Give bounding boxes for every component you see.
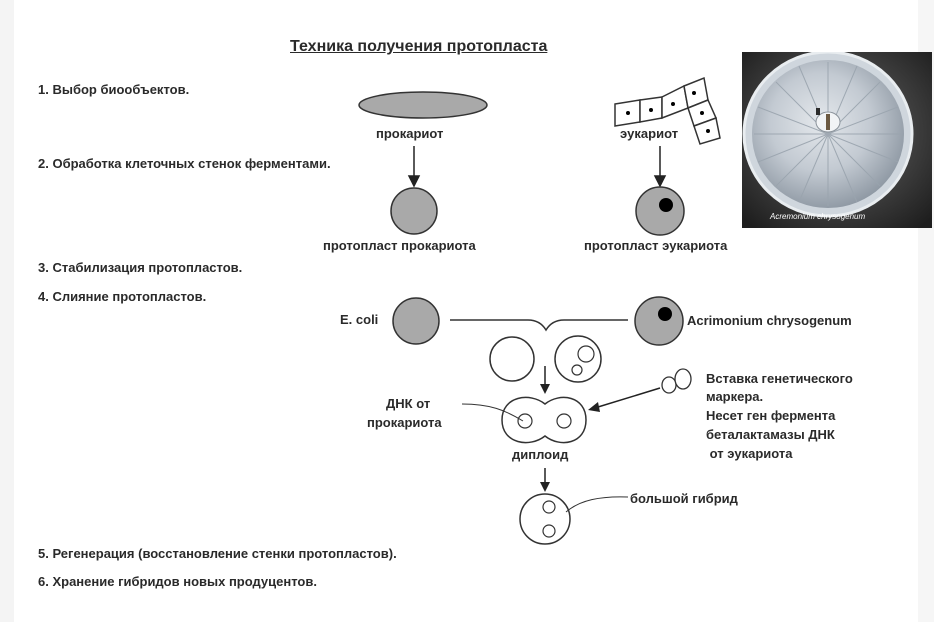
fusion-bracket [450, 319, 628, 332]
label-protoplast-eukaryote: протопласт эукариота [584, 238, 728, 253]
label-acremonium: Acrimonium chrysogenum [687, 313, 852, 328]
fusion-cell-left [489, 336, 535, 382]
protoplast-prokaryote [390, 187, 438, 235]
step-6: 6. Хранение гибридов новых продуцентов. [38, 574, 317, 589]
step-3: 3. Стабилизация протопластов. [38, 260, 243, 275]
diagram-title: Техника получения протопласта [290, 38, 548, 55]
protoplast-eukaryote [635, 186, 685, 236]
arrow-eukaryote-head [653, 175, 667, 188]
photo-caption: Acremonium chrysogenum [770, 212, 866, 221]
arrow-prokaryote-head [407, 175, 421, 188]
marker-plasmid-large [674, 368, 692, 390]
eukaryote-tissue [614, 76, 721, 145]
marker-note-line-3: Несет ген фермента [706, 408, 836, 423]
acremonium-photo: Acremonium chrysogenum [742, 52, 932, 228]
left-margin-strip [0, 0, 14, 622]
arrow-marker-insert [597, 387, 661, 408]
hybrid-nucleus-a [542, 500, 556, 514]
acremonium-protoplast [634, 296, 684, 346]
label-prokaryote: прокариот [376, 126, 444, 141]
label-big-hybrid: большой гибрид [630, 491, 738, 506]
eukaryote-nuclei [626, 91, 710, 133]
fusion-nucleus-b [571, 364, 583, 376]
hybrid-pointer [565, 496, 629, 513]
label-dna-line1: ДНК от [386, 396, 431, 411]
prokaryote-cell [358, 91, 488, 119]
step-5: 5. Регенерация (восстановление стенки пр… [38, 546, 397, 561]
label-dna-line2: прокариота [367, 415, 442, 430]
arrow-to-hybrid-head [540, 482, 550, 492]
marker-plasmid-small [661, 376, 677, 394]
dna-pointer [461, 403, 524, 422]
marker-note-line-5: от эукариота [706, 446, 793, 461]
label-ecoli: E. coli [340, 312, 379, 327]
label-diploid: диплоид [512, 447, 569, 462]
eukaryote-nucleus [659, 198, 673, 212]
diploid-cell [501, 396, 587, 444]
acremonium-nucleus [658, 307, 672, 321]
big-hybrid-cell [519, 493, 571, 545]
marker-note-line-2: маркера. [706, 389, 764, 404]
hybrid-nucleus-b [542, 524, 556, 538]
fusion-nucleus-a [577, 345, 595, 363]
diploid-nucleus-right [556, 413, 572, 429]
step-1: 1. Выбор биообъектов. [38, 82, 190, 97]
arrow-to-diploid-head [540, 384, 550, 394]
label-eukaryote: эукариот [620, 126, 679, 141]
marker-note-line-1: Вставка генетического [706, 371, 853, 386]
diploid-nucleus-left [517, 413, 533, 429]
step-4: 4. Слияние протопластов. [38, 289, 207, 304]
ecoli-protoplast [392, 297, 440, 345]
marker-note-line-4: беталактамазы ДНК [706, 427, 835, 442]
step-2: 2. Обработка клеточных стенок ферментами… [38, 156, 331, 171]
arrow-marker-insert-head [588, 402, 600, 412]
label-protoplast-prokaryote: протопласт прокариота [323, 238, 476, 253]
